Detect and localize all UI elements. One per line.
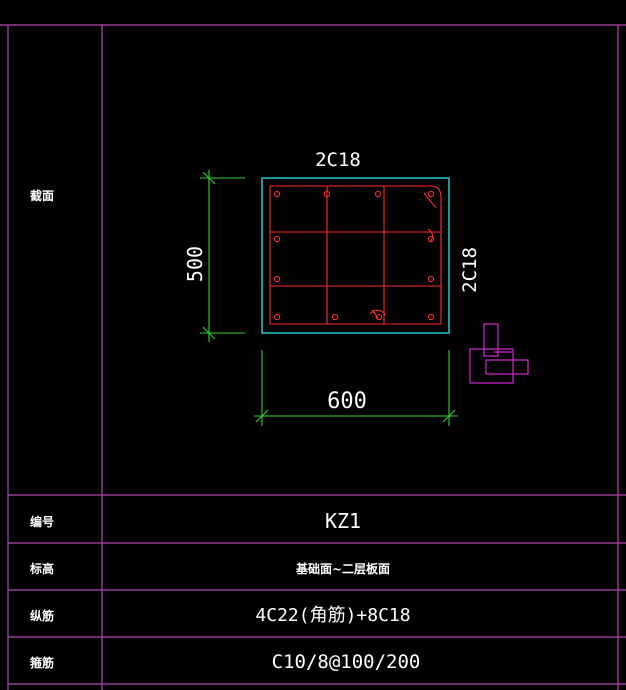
stirrup-hook xyxy=(371,309,379,319)
row-value-longitudinal: 4C22(角筋)+8C18 xyxy=(255,605,410,626)
width-dimension-label: 600 xyxy=(327,389,367,414)
height-dimension-label: 500 xyxy=(183,246,207,282)
column-outline xyxy=(261,177,450,334)
row-value-elevation: 基础面~二层板面 xyxy=(295,561,390,576)
rebar-dot xyxy=(427,313,435,321)
row-label-elevation: 标高 xyxy=(29,561,54,576)
rebar-dot xyxy=(273,275,281,283)
dimensions xyxy=(200,170,458,426)
row-label-number: 编号 xyxy=(29,514,54,529)
rebar-dot xyxy=(375,313,383,321)
width-tick-right xyxy=(442,409,456,423)
row-values: KZ1 基础面~二层板面 4C22(角筋)+8C18 C10/8@100/200 xyxy=(255,509,420,673)
rebar-dot xyxy=(323,190,331,198)
hook-detail-symbol xyxy=(469,323,529,384)
rebar-dot xyxy=(427,190,435,198)
row-value-number: KZ1 xyxy=(325,509,361,533)
rebar-dot xyxy=(427,235,435,243)
row-labels: 编号 标高 纵筋 箍筋 xyxy=(29,514,54,670)
stirrup-hook xyxy=(427,228,434,243)
rebar-dot xyxy=(374,190,382,198)
rebar-cage xyxy=(269,185,442,325)
side-rebar-label: 2C18 xyxy=(459,247,481,293)
hook-detail-part xyxy=(483,323,499,357)
table-frame xyxy=(0,24,626,690)
hook-detail-part xyxy=(485,359,529,375)
width-tick-left xyxy=(255,409,269,423)
outer-stirrup xyxy=(269,185,442,325)
height-tick-top xyxy=(202,171,216,185)
rebar-dot xyxy=(273,235,281,243)
top-rebar-label: 2C18 xyxy=(315,149,361,171)
row-label-longitudinal: 纵筋 xyxy=(30,608,54,623)
hook-detail-part xyxy=(469,348,514,384)
rebar-dot xyxy=(273,313,281,321)
rebar-dot xyxy=(427,275,435,283)
row-value-stirrup: C10/8@100/200 xyxy=(272,651,421,673)
rebar-dot xyxy=(273,190,281,198)
height-tick-bottom xyxy=(202,326,216,340)
stirrup-hook xyxy=(369,309,387,316)
row-label-stirrup: 箍筋 xyxy=(29,655,54,670)
rebar-dot xyxy=(331,313,339,321)
section-label: 截面 xyxy=(30,188,54,203)
stirrup-hook xyxy=(423,192,437,209)
